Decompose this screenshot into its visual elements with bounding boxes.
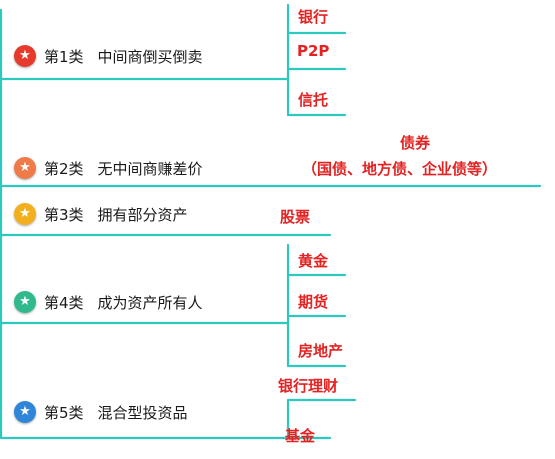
leaf-bond-detail: （国债、地方债、企业债等） xyxy=(302,160,498,178)
leaf-p2p: P2P xyxy=(297,42,330,60)
star-icon: ★ xyxy=(19,206,31,221)
star-icon: ★ xyxy=(19,160,31,175)
category-2: ★ 第2类 无中间商赚差价 xyxy=(14,154,203,182)
branch-group-1 xyxy=(286,3,347,117)
category-2-label: 第2类 xyxy=(44,159,84,178)
category-2-name: 无中间商赚差价 xyxy=(97,159,203,178)
leaf-bank-wealth-management: 银行理财 xyxy=(278,377,339,395)
category-3-badge: ★ xyxy=(14,203,36,225)
frame-line xyxy=(0,8,332,440)
category-1-name: 中间商倒买倒卖 xyxy=(97,47,203,66)
category-1-label: 第1类 xyxy=(44,47,84,66)
star-icon: ★ xyxy=(19,48,31,63)
category-1: ★ 第1类 中间商倒买倒卖 xyxy=(14,42,203,70)
category-3-name: 拥有部分资产 xyxy=(97,205,188,224)
leaf-futures: 期货 xyxy=(298,293,329,311)
category-3-label: 第3类 xyxy=(44,205,84,224)
leaf-fund: 基金 xyxy=(285,427,316,445)
category-4: ★ 第4类 成为资产所有人 xyxy=(14,288,203,316)
leaf-bank: 银行 xyxy=(298,8,329,26)
category-5-name: 混合型投资品 xyxy=(97,403,188,422)
category-5: ★ 第5类 混合型投资品 xyxy=(14,398,188,426)
leaf-bond-title: 债券 xyxy=(400,134,431,152)
leaf-trust: 信托 xyxy=(298,91,329,109)
star-icon: ★ xyxy=(19,404,31,419)
category-3: ★ 第3类 拥有部分资产 xyxy=(14,200,188,228)
branch-group-5 xyxy=(286,398,357,440)
star-icon: ★ xyxy=(19,294,31,309)
branch-group-4 xyxy=(286,243,347,368)
category-4-badge: ★ xyxy=(14,291,36,313)
leaf-stock: 股票 xyxy=(280,208,311,226)
leaf-gold: 黄金 xyxy=(298,252,329,270)
category-2-badge: ★ xyxy=(14,157,36,179)
category-4-name: 成为资产所有人 xyxy=(97,293,203,312)
category-4-label: 第4类 xyxy=(44,293,84,312)
category-1-badge: ★ xyxy=(14,45,36,67)
category-5-label: 第5类 xyxy=(44,403,84,422)
leaf-real-estate: 房地产 xyxy=(298,342,344,360)
category-5-badge: ★ xyxy=(14,401,36,423)
